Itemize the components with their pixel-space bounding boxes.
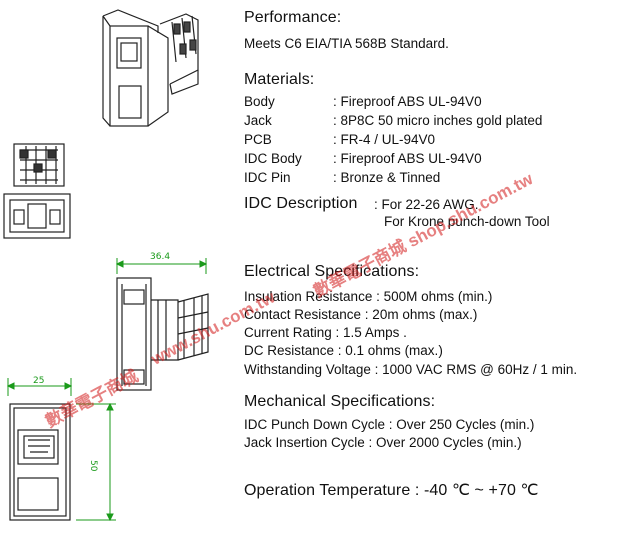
electrical-line: DC Resistance : 0.1 ohms (max.) <box>244 343 443 358</box>
operation-temperature: Operation Temperature : -40 ℃ ~ +70 ℃ <box>244 482 539 499</box>
idc-line-1: : For 22-26 AWG. <box>374 197 479 212</box>
dimension-width-label: 36.4 <box>150 252 171 262</box>
mechanical-title: Mechanical Specifications: <box>244 393 436 410</box>
electrical-line: Withstanding Voltage : 1000 VAC RMS @ 60… <box>244 362 578 377</box>
materials-value: : Fireproof ABS UL-94V0 <box>333 151 482 166</box>
electrical-line: Contact Resistance : 20m ohms (max.) <box>244 307 478 322</box>
mechanical-line: IDC Punch Down Cycle : Over 250 Cycles (… <box>244 417 535 432</box>
materials-key: IDC Pin <box>244 170 291 185</box>
performance-text: Meets C6 EIA/TIA 568B Standard. <box>244 36 449 51</box>
mechanical-line: Jack Insertion Cycle : Over 2000 Cycles … <box>244 435 522 450</box>
idc-title: IDC Description <box>244 195 358 212</box>
electrical-title: Electrical Specifications: <box>244 263 420 280</box>
materials-key: Body <box>244 94 275 109</box>
materials-key: PCB <box>244 132 272 147</box>
performance-title: Performance: <box>244 9 342 26</box>
dimension-face-width-label: 25 <box>33 376 45 386</box>
materials-value: : Fireproof ABS UL-94V0 <box>333 94 482 109</box>
materials-key: Jack <box>244 113 272 128</box>
dimension-lines <box>6 258 208 522</box>
electrical-line: Current Rating : 1.5 Amps . <box>244 325 407 340</box>
front-view-drawing <box>9 403 71 521</box>
idc-line-2: For Krone punch-down Tool <box>384 214 550 229</box>
electrical-line: Insulation Resistance : 500M ohms (min.) <box>244 289 493 304</box>
materials-key: IDC Body <box>244 151 302 166</box>
rear-view-drawing <box>3 143 71 239</box>
isometric-view-drawing <box>102 9 199 127</box>
dimension-height-label: 50 <box>88 460 98 472</box>
materials-value: : FR-4 / UL-94V0 <box>333 132 436 147</box>
materials-title: Materials: <box>244 71 315 88</box>
materials-value: : Bronze & Tinned <box>333 170 441 185</box>
materials-value: : 8P8C 50 micro inches gold plated <box>333 113 543 128</box>
side-view-drawing <box>116 277 209 391</box>
